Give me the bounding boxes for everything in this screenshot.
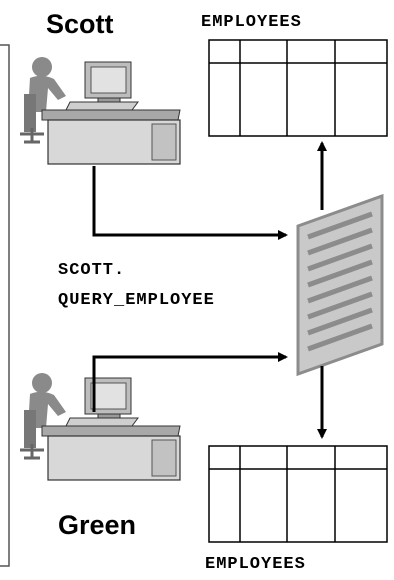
scott-workstation-icon: [20, 57, 181, 165]
user-name-scott: Scott: [46, 9, 114, 39]
left-bracket: [0, 44, 10, 567]
green-workstation-icon: [20, 373, 181, 481]
top-employees-table: [208, 39, 388, 137]
procedure-name-label: QUERY_EMPLOYEE: [58, 291, 215, 310]
procedure-document-icon: [296, 193, 384, 377]
green-to-procedure-arrow: [92, 352, 288, 412]
top-table-title: EMPLOYEES: [201, 13, 302, 32]
user-name-green: Green: [58, 510, 137, 540]
bottom-employees-table: [208, 445, 388, 543]
scott-to-procedure-arrow: [92, 166, 288, 240]
procedure-owner-label: SCOTT.: [58, 261, 126, 280]
bottom-table-title: EMPLOYEES: [205, 555, 306, 574]
